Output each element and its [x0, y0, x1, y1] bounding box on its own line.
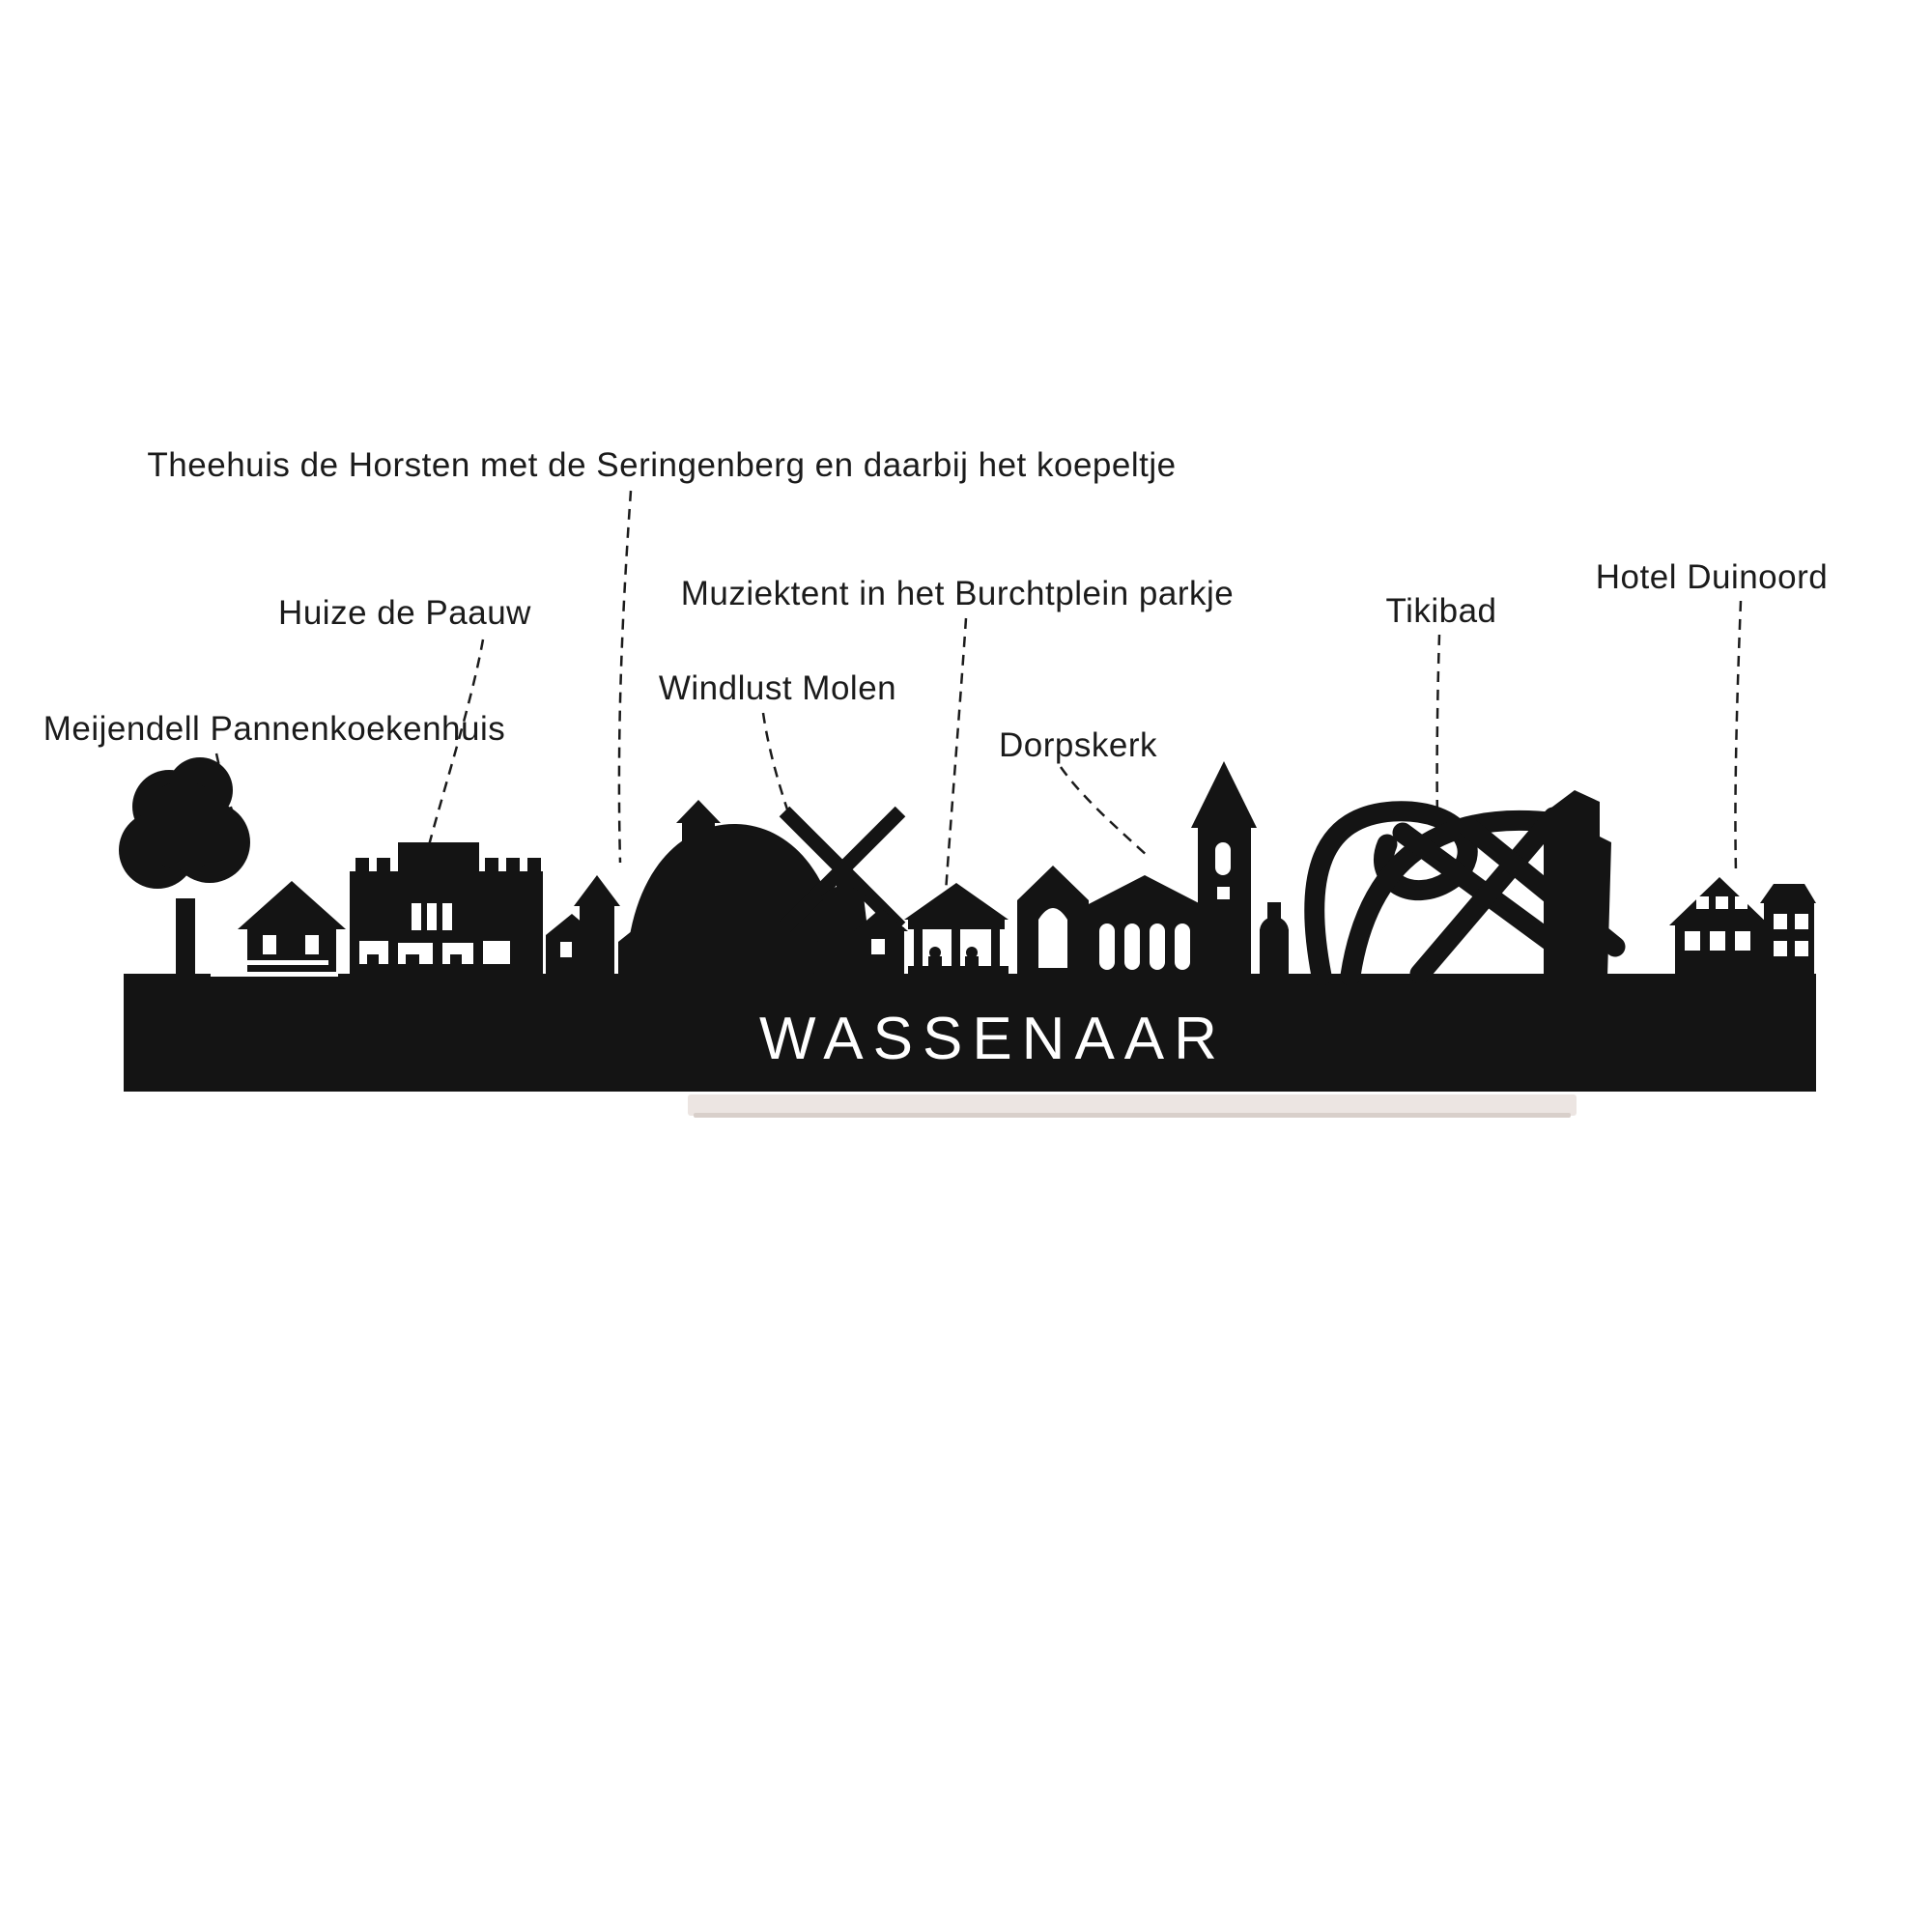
bottle-shape	[1260, 902, 1289, 978]
tree-silhouette	[119, 757, 250, 983]
leader-theehuis	[617, 490, 633, 864]
huize-de-paauw-building	[350, 842, 543, 978]
muziektent-gazebo	[904, 883, 1009, 978]
label-dorpskerk: Dorpskerk	[999, 726, 1157, 764]
label-huize-de-paauw: Huize de Paauw	[278, 594, 531, 632]
display-stand	[688, 1094, 1577, 1118]
label-theehuis: Theehuis de Horsten met de Seringenberg …	[147, 446, 1177, 484]
leader-huize-de-paauw	[421, 639, 485, 868]
dorpskerk-church	[1017, 761, 1257, 978]
label-windlust-molen: Windlust Molen	[658, 669, 897, 707]
hotel-duinoord-houses	[1669, 877, 1816, 978]
label-meijendell: Meijendell Pannenkoekenhuis	[43, 710, 506, 748]
label-muziektent: Muziektent in het Burchtplein parkje	[680, 575, 1235, 612]
leader-tikibad	[1435, 634, 1441, 822]
small-house	[854, 908, 908, 978]
label-hotel-duinoord: Hotel Duinoord	[1595, 558, 1829, 596]
label-tikibad: Tikibad	[1385, 592, 1497, 630]
leader-hotel-duinoord	[1734, 600, 1743, 873]
seringenberg-dome	[626, 800, 842, 976]
tikibad-tower	[1544, 790, 1611, 978]
leader-lines	[214, 490, 1743, 907]
skyline-base	[124, 974, 1816, 1092]
leader-dorpskerk	[1059, 766, 1151, 859]
leader-windlust-molen	[761, 712, 796, 830]
meijendell-house	[211, 881, 346, 978]
skyline-silhouette: WASSENAAR	[119, 757, 1816, 1092]
leader-muziektent	[943, 617, 968, 907]
skyline-title: WASSENAAR	[759, 1006, 1227, 1072]
